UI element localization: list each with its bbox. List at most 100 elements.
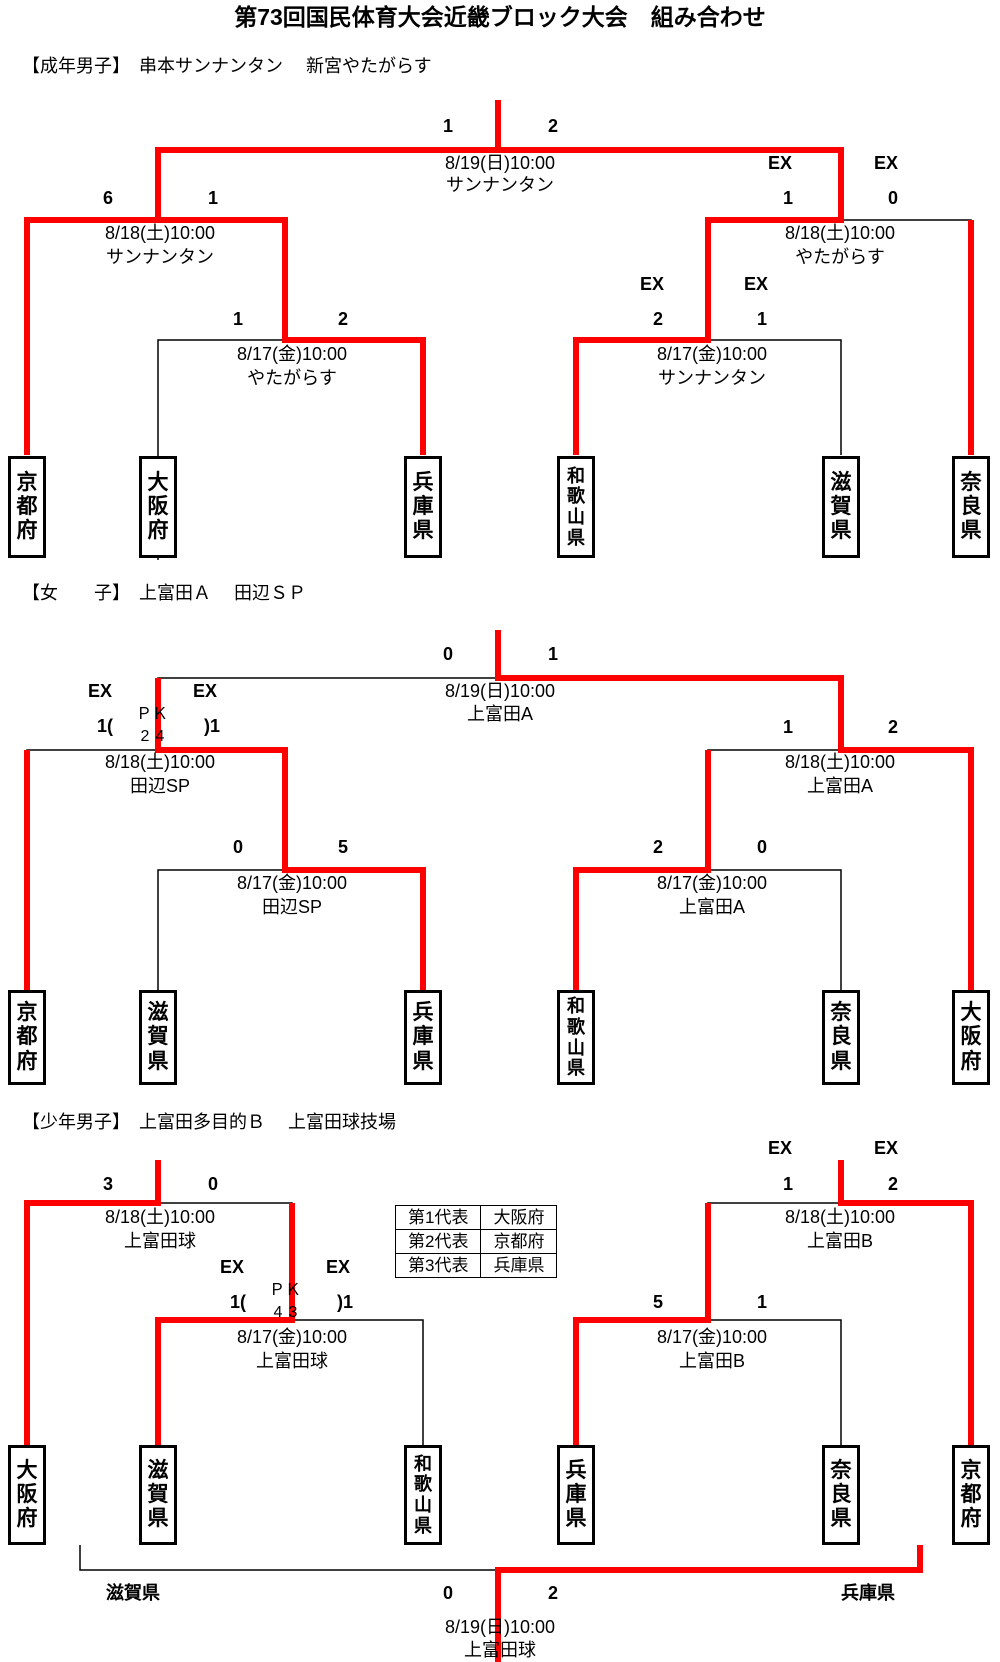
team-box-kyoto: 京都府 xyxy=(8,456,46,558)
match-venue: サンナンタン xyxy=(106,247,214,267)
score: 2 xyxy=(652,309,664,329)
match-date: 8/18(土)10:00 xyxy=(784,1207,896,1227)
match-venue: 上富田球 xyxy=(256,1351,328,1371)
match-date: 8/17(金)10:00 xyxy=(656,873,768,893)
match-venue: 田辺SP xyxy=(129,776,191,796)
extra-time-label: EX xyxy=(767,1138,793,1158)
pk-score: 2 xyxy=(140,728,150,745)
page-title: 第73回国民体育大会近畿ブロック大会 組み合わせ xyxy=(234,4,766,30)
match-date: 8/18(土)10:00 xyxy=(104,752,216,772)
section-header-women: 【女 子】 上富田Ａ 田辺ＳＰ xyxy=(22,583,306,603)
winner-lines xyxy=(24,100,974,1662)
team-box-osaka: 大阪府 xyxy=(952,990,990,1085)
match-venue: サンナンタン xyxy=(658,368,766,388)
score: 1 xyxy=(442,116,454,136)
extra-time-label: EX xyxy=(219,1257,245,1277)
extra-time-label: EX xyxy=(87,681,113,701)
third-place-team-left: 滋賀県 xyxy=(106,1583,160,1603)
team-box-kyoto: 京都府 xyxy=(8,990,46,1085)
pk-score: 4 xyxy=(155,728,165,745)
pk-label: ＰＫ xyxy=(135,706,169,723)
team-box-nara: 奈良県 xyxy=(952,456,990,558)
score: 5 xyxy=(337,837,349,857)
score: 6 xyxy=(102,188,114,208)
match-venue: 上富田A xyxy=(806,776,874,796)
third-place-team-right: 兵庫県 xyxy=(841,1583,895,1603)
score: 0 xyxy=(442,644,454,664)
extra-time-label: EX xyxy=(192,681,218,701)
score: 1 xyxy=(756,309,768,329)
match-venue: 上富田B xyxy=(806,1231,874,1251)
match-venue: 上富田A xyxy=(466,704,534,724)
match-date: 8/17(金)10:00 xyxy=(656,344,768,364)
score: 0 xyxy=(887,188,899,208)
score: 1( xyxy=(96,716,114,736)
score: 5 xyxy=(652,1292,664,1312)
score: 0 xyxy=(207,1174,219,1194)
team-box-osaka: 大阪府 xyxy=(139,456,177,558)
extra-time-label: EX xyxy=(325,1257,351,1277)
match-date: 8/17(金)10:00 xyxy=(236,344,348,364)
pk-score: 4 xyxy=(273,1304,283,1321)
score: 0 xyxy=(232,837,244,857)
score: )1 xyxy=(336,1292,354,1312)
team-box-wakayama: 和歌山県 xyxy=(557,456,595,558)
team-box-hyogo: 兵庫県 xyxy=(557,1445,595,1545)
team-box-kyoto: 京都府 xyxy=(952,1445,990,1545)
team-box-shiga: 滋賀県 xyxy=(822,456,860,558)
section-header-youth-men: 【少年男子】 上富田多目的Ｂ 上富田球技場 xyxy=(22,1112,396,1132)
table-row: 第1代表大阪府 xyxy=(394,1205,558,1230)
score: 1 xyxy=(232,309,244,329)
match-venue: サンナンタン xyxy=(446,175,554,195)
thin-bracket-lines xyxy=(26,149,972,1571)
match-venue: 上富田A xyxy=(678,897,746,917)
score: 2 xyxy=(652,837,664,857)
match-venue: 上富田球 xyxy=(124,1231,196,1251)
pk-score: 3 xyxy=(288,1304,298,1321)
score: 2 xyxy=(887,717,899,737)
match-date: 8/19(日)10:00 xyxy=(444,1617,556,1637)
team-box-osaka: 大阪府 xyxy=(8,1445,46,1545)
match-date: 8/19(日)10:00 xyxy=(444,681,556,701)
score: 0 xyxy=(756,837,768,857)
score: 3 xyxy=(102,1174,114,1194)
extra-time-label: EX xyxy=(743,274,769,294)
match-date: 8/18(土)10:00 xyxy=(104,1207,216,1227)
match-venue: やたがらす xyxy=(247,368,337,388)
match-date: 8/18(土)10:00 xyxy=(784,752,896,772)
score: 2 xyxy=(337,309,349,329)
extra-time-label: EX xyxy=(767,153,793,173)
match-venue: 上富田B xyxy=(678,1351,746,1371)
match-date: 8/18(土)10:00 xyxy=(104,223,216,243)
table-row: 第3代表兵庫県 xyxy=(394,1253,558,1278)
score: 2 xyxy=(547,1583,559,1603)
match-date: 8/18(土)10:00 xyxy=(784,223,896,243)
pk-label: ＰＫ xyxy=(268,1282,302,1299)
match-date: 8/17(金)10:00 xyxy=(236,1327,348,1347)
match-venue: やたがらす xyxy=(795,247,885,267)
score: 2 xyxy=(887,1174,899,1194)
team-box-hyogo: 兵庫県 xyxy=(404,990,442,1085)
team-box-wakayama: 和歌山県 xyxy=(404,1445,442,1545)
score: 1 xyxy=(207,188,219,208)
match-date: 8/19(日)10:00 xyxy=(444,153,556,173)
team-box-shiga: 滋賀県 xyxy=(139,1445,177,1545)
match-date: 8/17(金)10:00 xyxy=(236,873,348,893)
match-date: 8/17(金)10:00 xyxy=(656,1327,768,1347)
section-header-adult-men: 【成年男子】 串本サンナンタン 新宮やたがらす xyxy=(22,56,432,76)
extra-time-label: EX xyxy=(873,1138,899,1158)
match-venue: 上富田球 xyxy=(464,1640,536,1660)
score: 1 xyxy=(547,644,559,664)
score: 1 xyxy=(782,1174,794,1194)
match-venue: 田辺SP xyxy=(261,897,323,917)
score: 1 xyxy=(782,717,794,737)
team-box-nara: 奈良県 xyxy=(822,1445,860,1545)
team-box-wakayama: 和歌山県 xyxy=(557,990,595,1085)
score: )1 xyxy=(203,716,221,736)
score: 1 xyxy=(782,188,794,208)
representatives-table: 第1代表大阪府 第2代表京都府 第3代表兵庫県 xyxy=(394,1205,558,1278)
extra-time-label: EX xyxy=(873,153,899,173)
team-box-shiga: 滋賀県 xyxy=(139,990,177,1085)
score: 2 xyxy=(547,116,559,136)
